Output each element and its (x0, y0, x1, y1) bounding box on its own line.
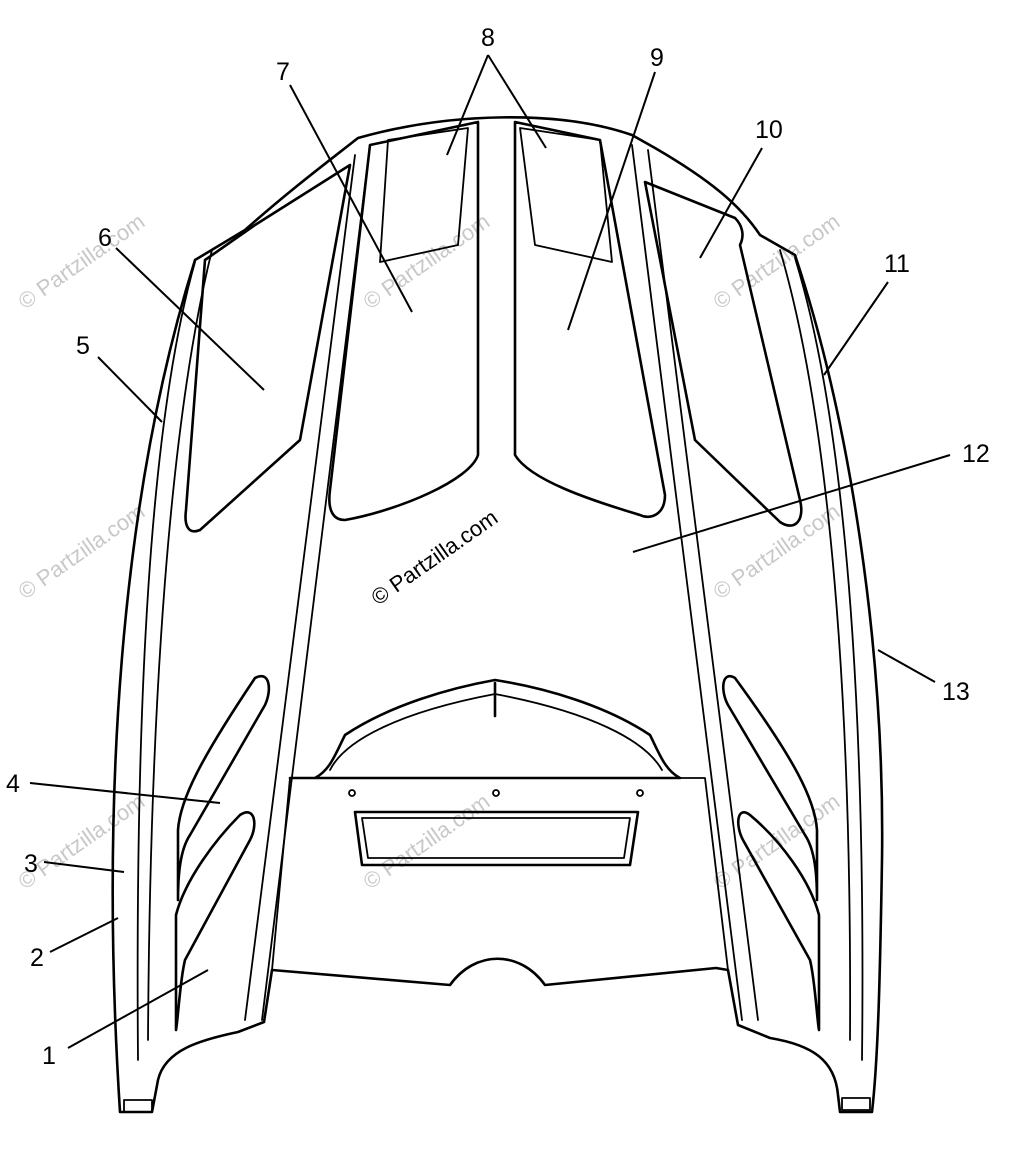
callout-7: 7 (276, 58, 290, 86)
screw-hole (492, 789, 500, 797)
callout-13: 13 (942, 678, 970, 706)
watermark: © Partzilla.com (709, 209, 845, 315)
screw-hole (348, 789, 356, 797)
vent-right-upper (721, 674, 819, 902)
leader-13 (877, 649, 936, 683)
leader-5 (97, 356, 163, 423)
foot-left (123, 1099, 153, 1113)
callout-labels: 1 2 3 4 5 6 7 8 9 10 11 12 13 (6, 24, 990, 1070)
name-plate (353, 810, 640, 867)
vent-left-lower (174, 811, 256, 1032)
right-side-line (794, 257, 864, 1061)
callout-3: 3 (24, 850, 38, 878)
watermark: © Partzilla.com (359, 789, 495, 895)
top-decal-left (379, 127, 469, 263)
leader-8b (487, 54, 547, 149)
watermark: © Partzilla.com (709, 499, 845, 605)
screw-hole (636, 789, 644, 797)
leader-8a (446, 54, 489, 156)
center-panel-right (513, 120, 667, 519)
side-panel-left (184, 163, 352, 533)
left-side-line (147, 249, 213, 1041)
side-panel-right (643, 180, 803, 527)
leader-7 (289, 84, 413, 313)
callout-6: 6 (98, 224, 112, 252)
watermark: © Partzilla.com (359, 209, 495, 315)
callout-5: 5 (76, 332, 90, 360)
body-line-right (631, 144, 743, 1021)
callout-2: 2 (30, 944, 44, 972)
body-line-left (244, 154, 356, 1021)
left-side-line (136, 261, 196, 1061)
callout-12: 12 (962, 440, 990, 468)
callout-11: 11 (884, 250, 910, 278)
leader-11 (823, 281, 889, 376)
leader-6 (115, 247, 265, 391)
leader-9 (567, 71, 656, 331)
callout-4: 4 (6, 770, 20, 798)
leader-10 (699, 147, 763, 259)
leader-1 (67, 969, 209, 1049)
leader-12 (632, 454, 951, 553)
lower-body-outline (271, 777, 729, 971)
body-line-left (261, 144, 371, 1021)
callout-8: 8 (481, 24, 495, 52)
foot-right (841, 1097, 871, 1111)
hood-outer-outline (111, 116, 884, 1114)
callout-10: 10 (755, 116, 783, 144)
vent-right-lower (736, 811, 821, 1032)
right-side-line (779, 249, 852, 1041)
body-line-right (647, 149, 759, 1021)
vent-left-upper (176, 674, 271, 902)
leader-4 (29, 782, 221, 804)
leader-3 (43, 861, 125, 873)
watermark: © Partzilla.com (14, 789, 150, 895)
callout-1: 1 (42, 1042, 56, 1070)
top-decal-right (519, 127, 613, 263)
windshield-arch (288, 678, 682, 780)
center-panel-left (328, 120, 480, 522)
callout-9: 9 (650, 44, 664, 72)
leader-lines (29, 54, 951, 1049)
watermark-center: © Partzilla.com (367, 505, 503, 611)
name-plate-inner (361, 817, 631, 859)
leader-2 (49, 917, 119, 953)
